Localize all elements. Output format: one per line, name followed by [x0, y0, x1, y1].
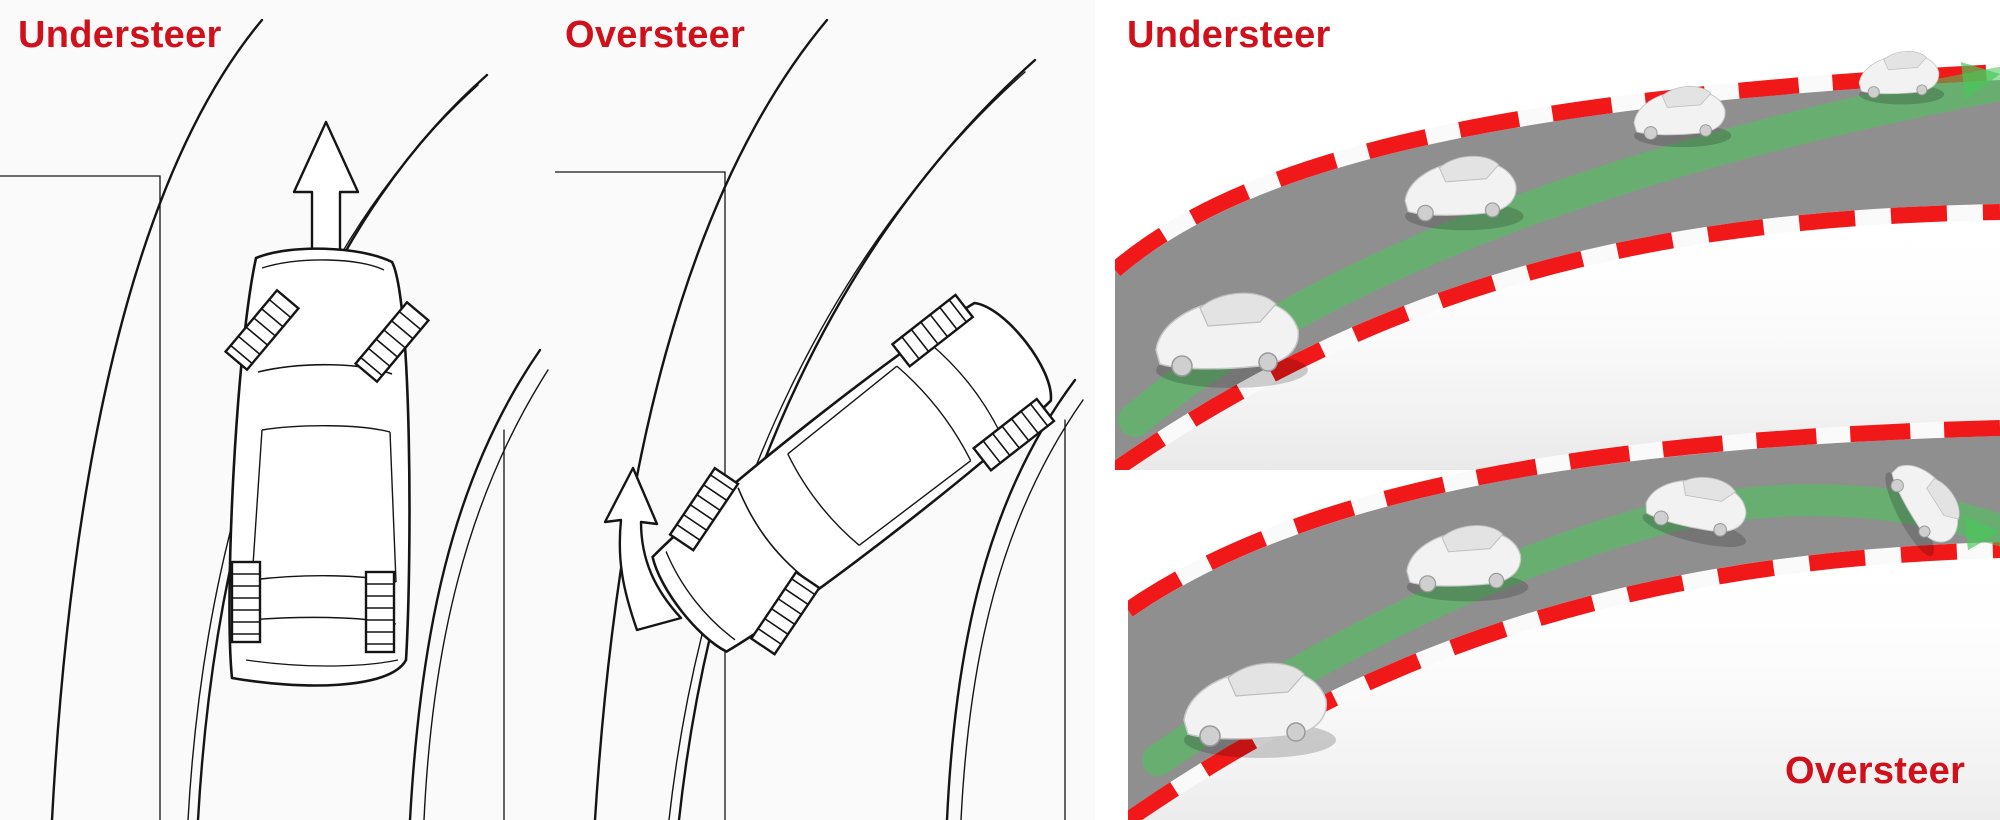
road-edge-left: [593, 18, 829, 820]
road-edge-center-2: [423, 369, 549, 820]
oversteer-render: [1128, 420, 2000, 820]
curved-arrow-icon: [603, 466, 683, 632]
car-1: [1155, 292, 1308, 388]
rear-left-wheel: [972, 397, 1056, 473]
car-3: [1642, 476, 1747, 547]
understeer-sketch-label: Understeer: [18, 14, 222, 56]
track-asphalt: [1115, 72, 2000, 470]
road-edge-left: [50, 18, 264, 820]
rear-right-wheel: [364, 570, 396, 654]
understeer-render-label: Understeer: [1127, 14, 1331, 56]
understeer-render: [1115, 51, 2000, 470]
road-edge-right-inner: [668, 71, 1026, 820]
outer-kerb: [1115, 64, 2000, 277]
car-2: [1406, 525, 1529, 602]
oversteer-sketch-label: Oversteer: [565, 14, 746, 56]
road-edge-center-2: [960, 399, 1084, 820]
car-4: [1885, 465, 1960, 557]
track-asphalt: [1128, 428, 2000, 820]
front-left-wheel: [749, 570, 821, 656]
front-right-wheel: [668, 466, 740, 552]
car-1: [1183, 662, 1336, 758]
rear-right-wheel: [890, 293, 975, 368]
building-outline: [0, 175, 161, 820]
car-4: [1858, 51, 1945, 105]
understeer-sketch-panel: [0, 0, 555, 820]
car-3: [1633, 86, 1732, 148]
car-top-view: [651, 293, 1056, 656]
oversteer-sketch-panel: [555, 0, 1095, 820]
road-edge-center: [408, 348, 542, 820]
front-right-wheel: [353, 300, 431, 384]
driving-line-arrowhead: [1964, 516, 2000, 550]
driving-line-arrowhead: [1961, 62, 2000, 100]
driving-line: [1118, 67, 2000, 437]
oversteer-render-label: Oversteer: [1785, 750, 1966, 792]
understeer-render-panel: [1115, 0, 2000, 470]
oversteer-sketch: [555, 18, 1084, 820]
rear-left-wheel: [230, 560, 262, 644]
understeer-sketch: [0, 18, 549, 820]
front-left-wheel: [223, 288, 301, 372]
car-2: [1404, 155, 1524, 231]
oversteer-render-panel: [1128, 420, 2000, 820]
